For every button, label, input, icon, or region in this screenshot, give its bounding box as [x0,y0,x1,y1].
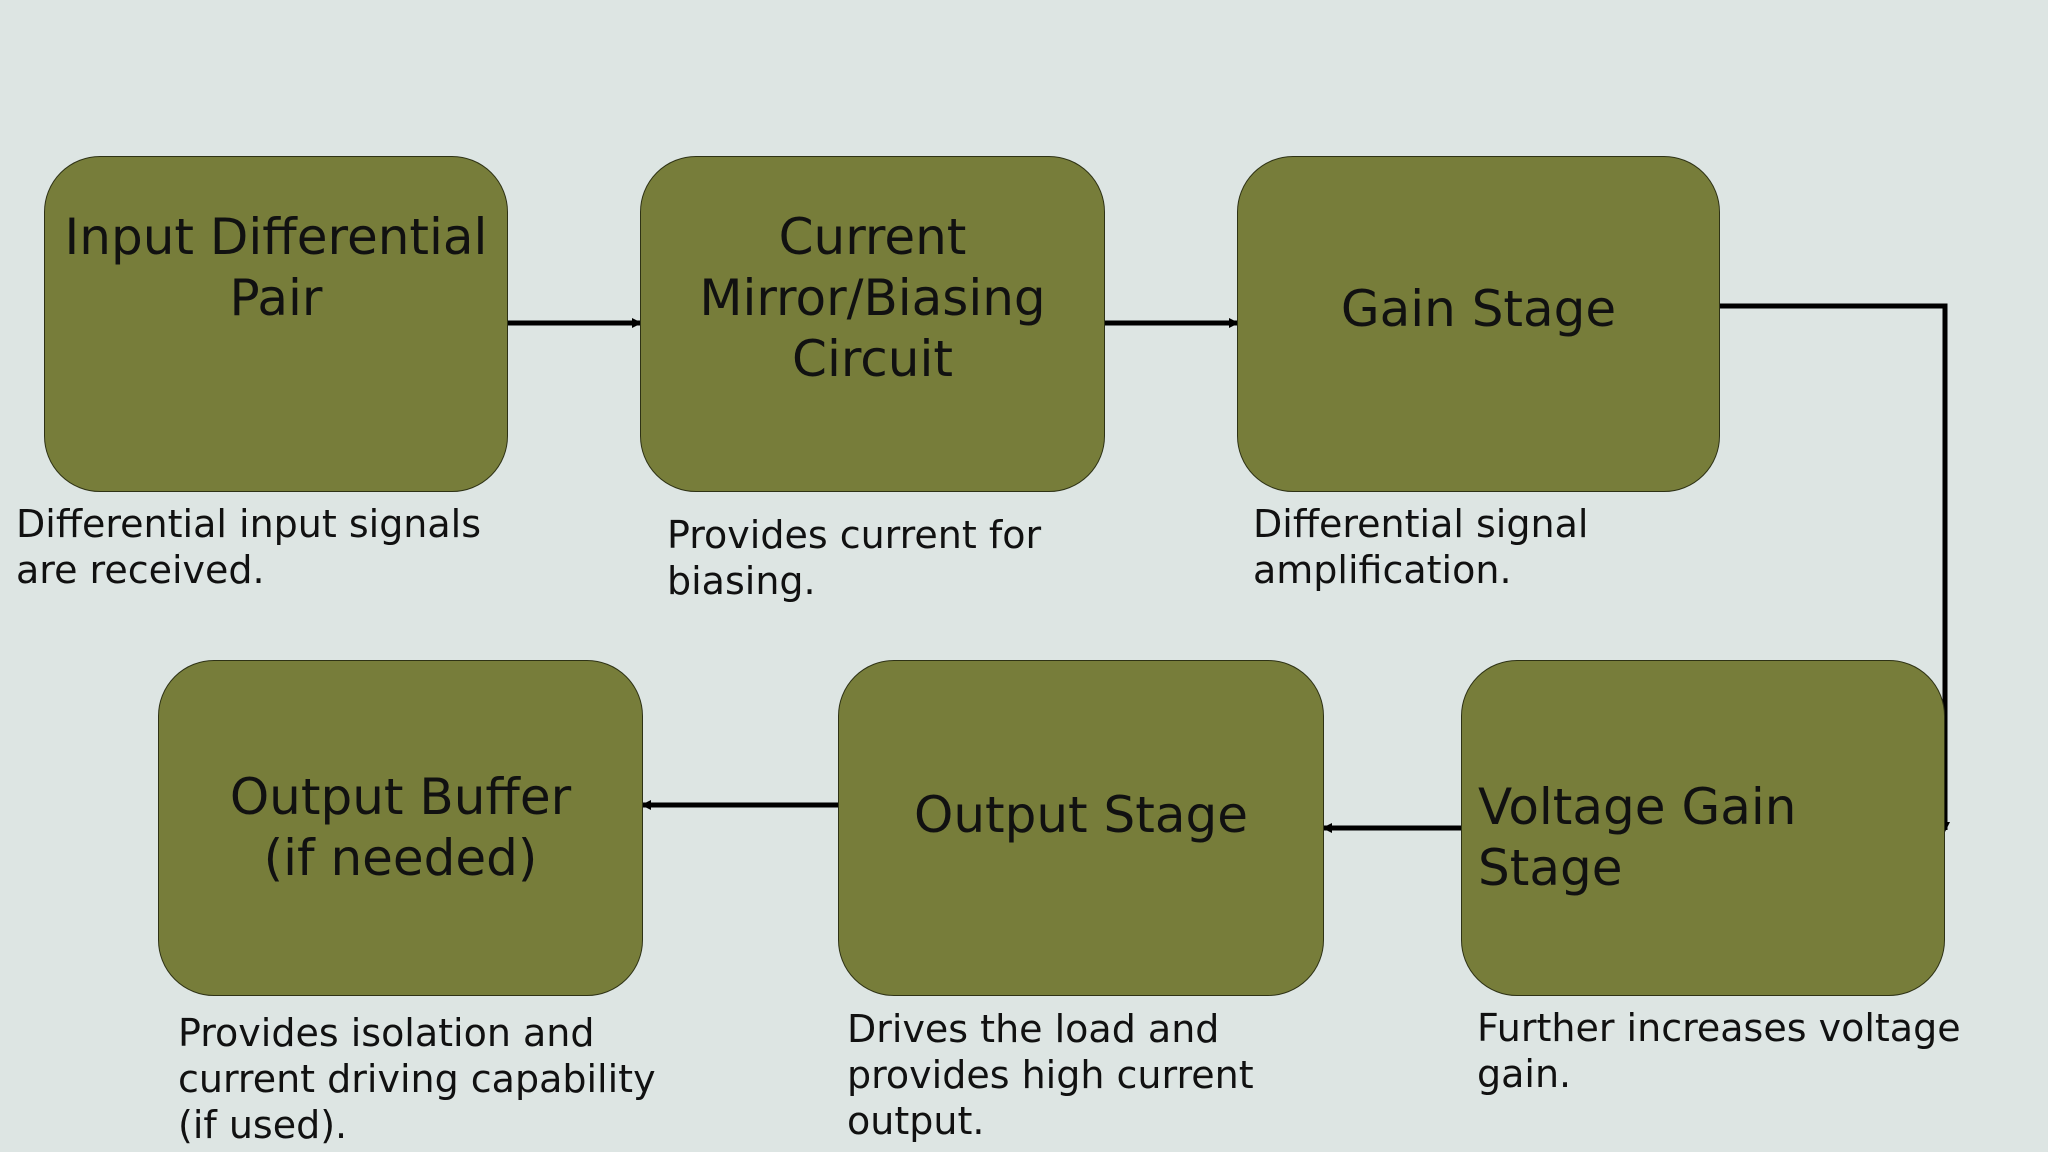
node-description: Further increases voltage gain. [1477,1006,1961,1096]
arrow-gain-stage-to-voltage-gain-stage [1720,303,1950,832]
node-output-stage: Output Stage [838,660,1324,996]
node-label: Voltage Gain Stage [1478,778,1797,897]
node-label: Gain Stage [1340,280,1617,338]
node-description: Provides current for biasing. [667,513,1042,603]
node-description: Differential input signals are received. [16,502,482,592]
node-input-differential-pair: Input Differential Pair [44,156,508,492]
node-voltage-gain-stage: Voltage Gain Stage [1461,660,1945,996]
node-label: Output Stage [913,786,1249,844]
node-description: Differential signal amplification. [1253,502,1589,592]
node-current-mirror-biasing: Current Mirror/Biasing Circuit [640,156,1105,492]
node-label: Output Buffer (if needed) [229,768,572,887]
node-output-buffer: Output Buffer (if needed) [158,660,643,996]
node-description: Provides isolation and current driving c… [178,1011,656,1147]
node-label: Current Mirror/Biasing Circuit [699,208,1046,388]
node-description: Drives the load and provides high curren… [847,1007,1254,1143]
node-gain-stage: Gain Stage [1237,156,1720,492]
node-label: Input Differential Pair [64,208,488,327]
